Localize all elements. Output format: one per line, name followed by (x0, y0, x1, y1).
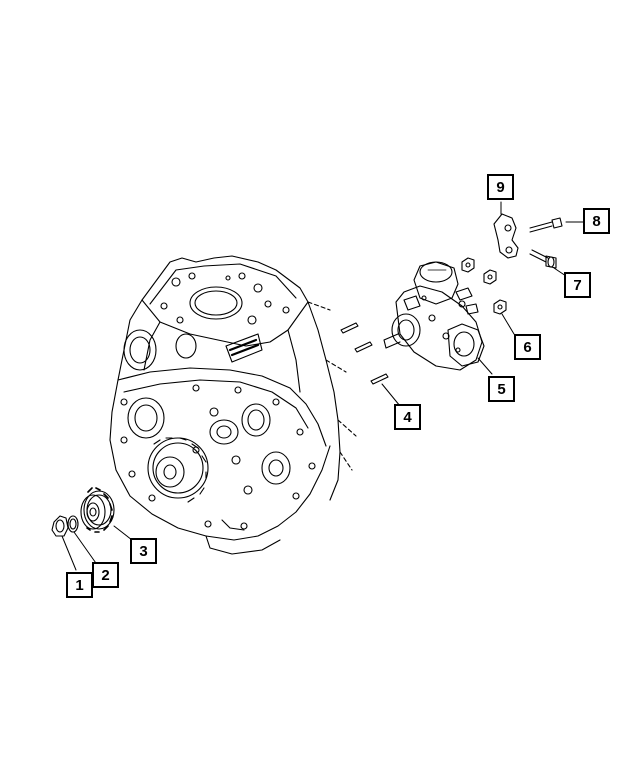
callout-2[interactable]: 2 (92, 562, 119, 588)
callout-3[interactable]: 3 (130, 538, 157, 564)
pump-nuts (461, 257, 507, 315)
callout-1[interactable]: 1 (66, 572, 93, 598)
dowel-pins (340, 322, 389, 385)
long-bolt (529, 249, 557, 269)
bracket-part (493, 213, 519, 259)
gear-part (80, 487, 115, 533)
fuel-injection-pump (383, 261, 485, 371)
leader-lines (61, 201, 589, 571)
small-bolt (529, 217, 563, 233)
nut-part (51, 515, 69, 537)
callout-7[interactable]: 7 (564, 272, 591, 298)
callout-6[interactable]: 6 (514, 334, 541, 360)
engine-block (109, 255, 357, 555)
callout-9[interactable]: 9 (487, 174, 514, 200)
callout-8[interactable]: 8 (583, 208, 610, 234)
callout-4[interactable]: 4 (394, 404, 421, 430)
washer-part (67, 515, 79, 533)
callout-5[interactable]: 5 (488, 376, 515, 402)
